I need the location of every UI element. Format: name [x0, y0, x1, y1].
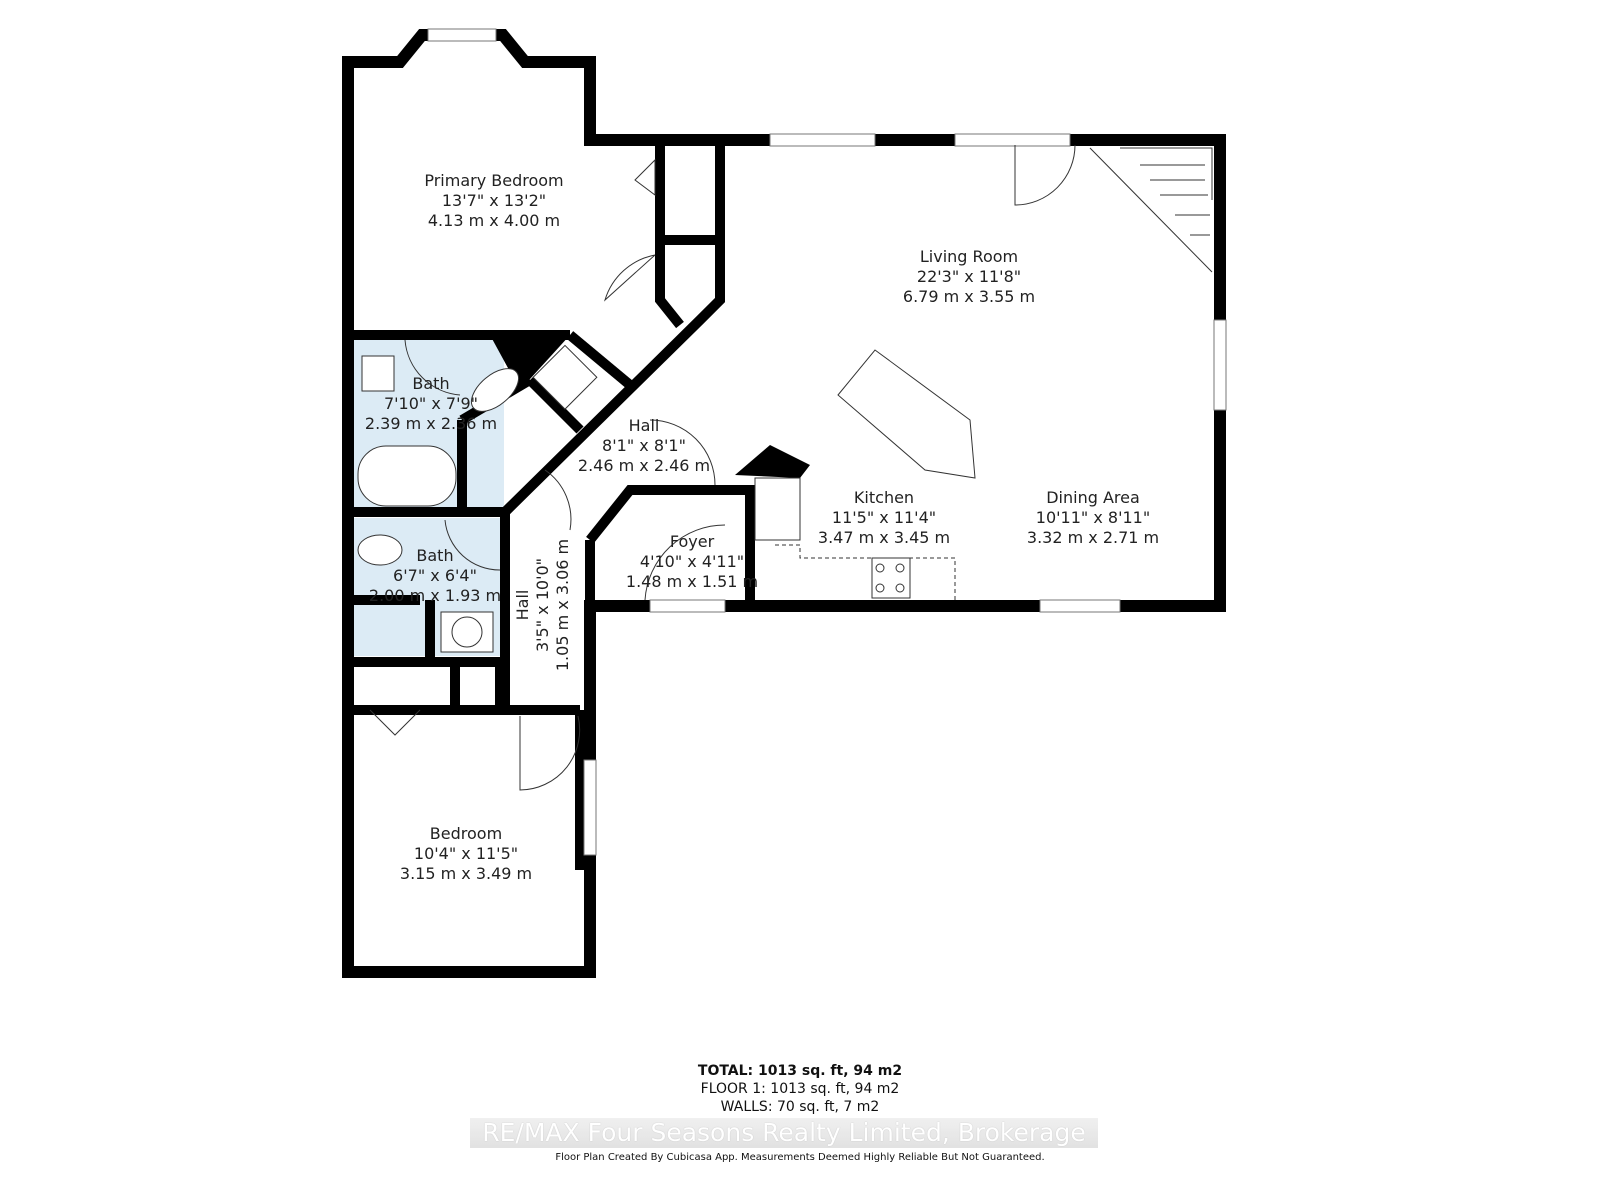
- stairs: [1089, 147, 1213, 273]
- floor1-area: FLOOR 1: 1013 sq. ft, 94 m2: [700, 1081, 900, 1097]
- disclaimer: Floor Plan Created By Cubicasa App. Meas…: [555, 1152, 1045, 1163]
- doors: [369, 144, 1076, 791]
- sink-icon: [361, 355, 395, 392]
- kitchen-island: [837, 349, 976, 479]
- wall-block: [490, 335, 570, 390]
- appliance-icon: [532, 344, 598, 410]
- toilet-icon: [357, 534, 403, 566]
- fixtures: [357, 344, 976, 653]
- bathtub-icon: [357, 445, 457, 507]
- total-area: TOTAL: 1013 sq. ft, 94 m2: [697, 1063, 903, 1079]
- walls-area: WALLS: 70 sq. ft, 7 m2: [720, 1099, 880, 1115]
- fridge-icon: [754, 477, 801, 541]
- interior-walls: [348, 145, 755, 870]
- windows: [427, 28, 1227, 856]
- chimney-block: [735, 445, 810, 478]
- toilet-icon: [470, 368, 520, 412]
- brokerage-watermark: RE/MAX Four Seasons Realty Limited, Brok…: [470, 1118, 1098, 1148]
- exterior-walls: [342, 29, 1226, 978]
- stove-icon: [871, 557, 911, 599]
